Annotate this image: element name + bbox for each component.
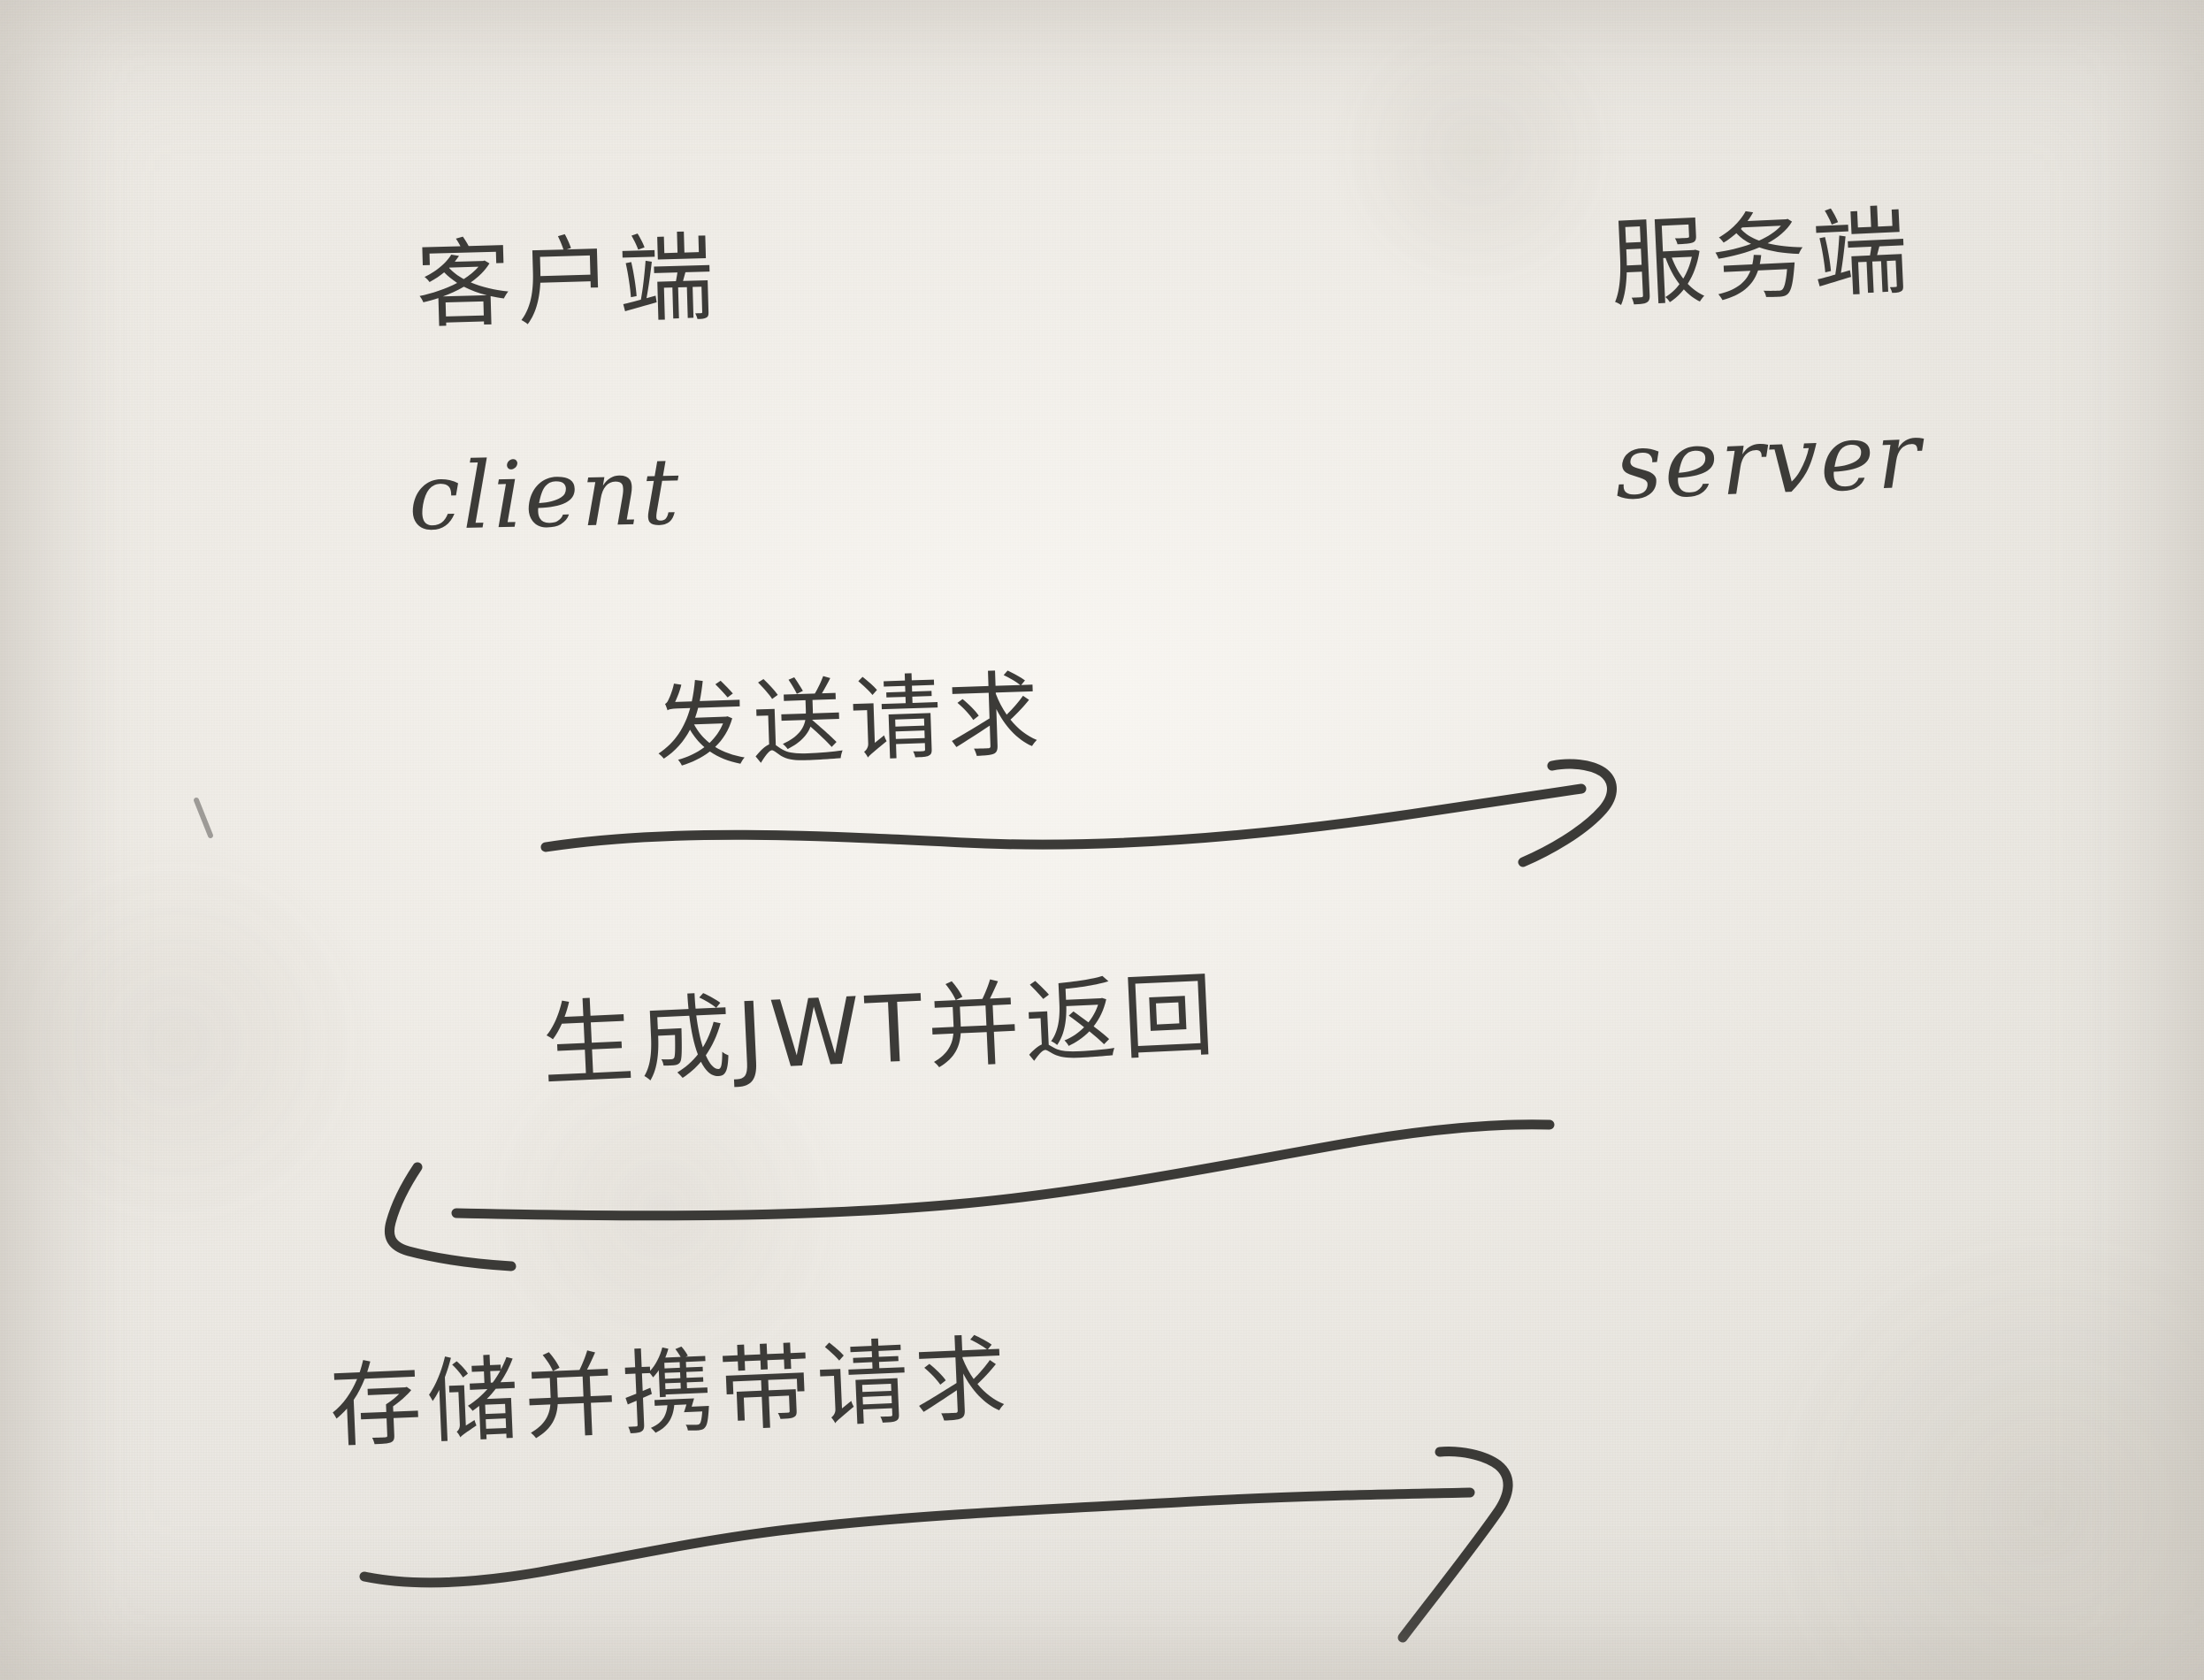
node-label-client-english: client (407, 437, 682, 552)
arrow-2-generate-jwt-return (384, 1119, 1555, 1271)
message-label-generate-jwt-and-return: 生成JWT并返回 (540, 960, 1222, 1100)
message-label-send-request: 发送请求 (653, 660, 1047, 782)
stray-pen-mark (194, 798, 213, 838)
arrow-3-store-and-carry-request (359, 1447, 1513, 1643)
node-label-client-chinese: 客户端 (414, 223, 722, 342)
node-label-server-chinese: 服务端 (1607, 196, 1917, 321)
node-label-server-english: server (1612, 401, 1925, 521)
message-label-store-and-carry-request: 存储并携带请求 (327, 1324, 1014, 1462)
